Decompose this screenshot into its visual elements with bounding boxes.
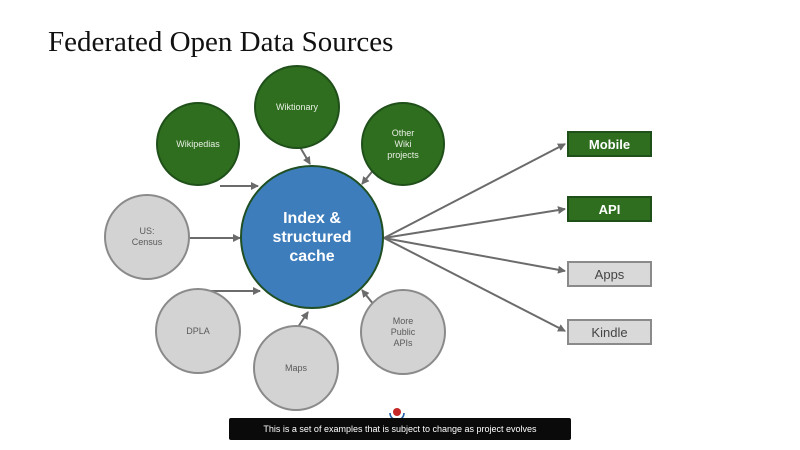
node-label: Other Wiki projects (387, 127, 419, 160)
caption-banner: This is a set of examples that is subjec… (229, 418, 571, 440)
output-label: Kindle (591, 324, 628, 340)
node-label: Wikipedias (176, 138, 220, 149)
slide-title: Federated Open Data Sources (48, 26, 394, 58)
node-label: More Public APIs (390, 315, 416, 348)
node-label: Wiktionary (275, 101, 318, 112)
output-label: API (598, 201, 621, 217)
hub-label: Index & structured cache (272, 209, 352, 265)
output-mobile: Mobile (567, 131, 652, 157)
node-label: Maps (284, 362, 307, 373)
output-api: API (567, 196, 652, 222)
output-label: Apps (594, 266, 625, 282)
arrow-hub-to-kindle (383, 237, 566, 332)
node-more-public-apis: More Public APIs (360, 289, 446, 375)
output-apps: Apps (567, 261, 652, 287)
output-label: Mobile (588, 136, 631, 152)
node-other-wiki-projects: Other Wiki projects (361, 102, 445, 186)
output-kindle: Kindle (567, 319, 652, 345)
node-label: US: Census (131, 226, 163, 247)
node-maps: Maps (253, 325, 339, 411)
arrow-maps-to-hub (297, 311, 309, 328)
node-dpla: DPLA (155, 288, 241, 374)
arrow-hub-to-apps (383, 237, 566, 274)
node-label: DPLA (186, 325, 210, 336)
node-index-structured-cache: Index & structured cache (240, 165, 384, 309)
node-wiktionary: Wiktionary (254, 65, 340, 149)
arrow-hub-to-mobile (383, 143, 566, 239)
arrow-wiktionary-to-hub (299, 146, 311, 165)
node-us-census: US: Census (104, 194, 190, 280)
node-wikipedias: Wikipedias (156, 102, 240, 186)
arrow-hub-to-api (383, 206, 566, 239)
wikimedia-logo-icon (389, 408, 405, 419)
